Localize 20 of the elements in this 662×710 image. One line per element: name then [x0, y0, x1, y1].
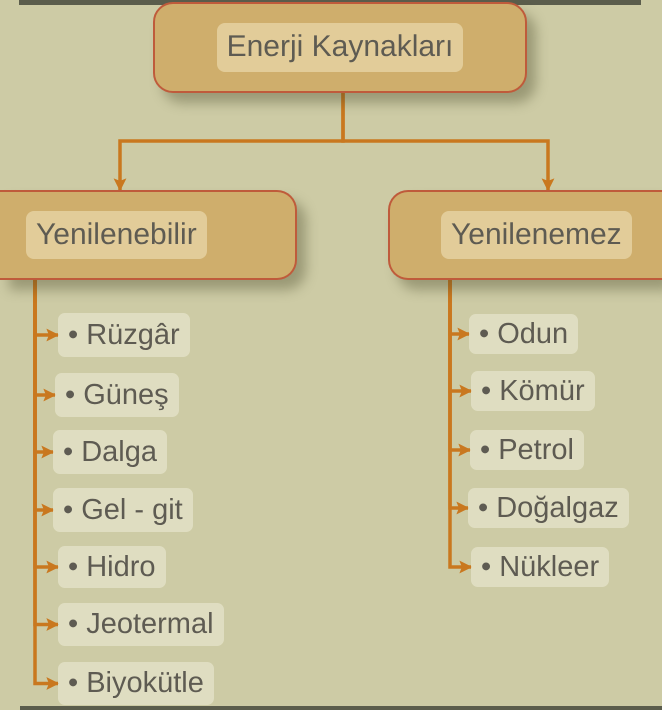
energy-source-item: • Güneş	[55, 373, 179, 417]
energy-source-item: • Jeotermal	[58, 603, 224, 646]
category-box	[388, 190, 662, 280]
category-box	[0, 190, 297, 280]
energy-source-item: • Kömür	[471, 371, 595, 411]
energy-source-item: • Dalga	[53, 430, 167, 474]
energy-source-item: • Doğalgaz	[468, 488, 629, 528]
category-box	[153, 2, 527, 93]
energy-source-item: • Biyokütle	[58, 662, 214, 705]
connector-arrow	[448, 280, 472, 574]
category-title: Enerji Kaynakları	[216, 23, 464, 72]
category-title: Yenilenebilir	[26, 210, 207, 260]
category-title: Yenilenemez	[441, 210, 632, 260]
energy-source-item: • Nükleer	[471, 547, 610, 587]
energy-source-item: • Rüzgâr	[58, 313, 190, 357]
energy-source-item: • Hidro	[58, 546, 166, 588]
connector-arrow	[341, 93, 554, 192]
energy-source-item: • Gel - git	[53, 488, 193, 532]
energy-source-item: • Petrol	[470, 430, 584, 470]
energy-source-item: • Odun	[469, 314, 578, 354]
